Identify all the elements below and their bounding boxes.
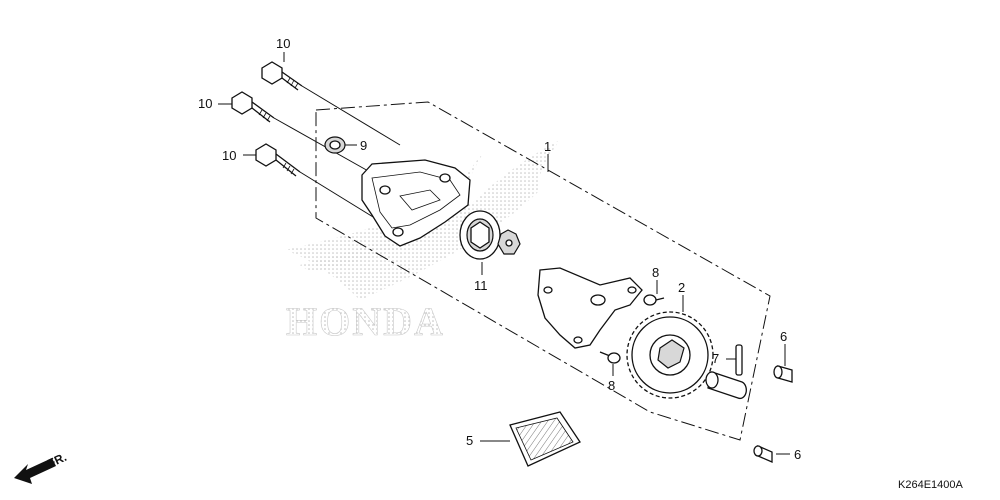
callout-6-lower: 6 xyxy=(794,447,801,462)
callout-5: 5 xyxy=(466,433,473,448)
honda-watermark-text: HONDA xyxy=(286,299,445,344)
assembly-outline xyxy=(315,101,771,441)
drive-gear-2 xyxy=(626,311,714,399)
bolt-10-middle xyxy=(231,91,275,123)
pump-rotor-11 xyxy=(459,210,501,260)
callout-7: 7 xyxy=(712,351,719,366)
pin-7 xyxy=(735,344,743,376)
screw-8-lower xyxy=(599,351,621,364)
callout-2: 2 xyxy=(678,280,685,295)
callout-9: 9 xyxy=(360,138,367,153)
callout-8-upper: 8 xyxy=(652,265,659,280)
pump-shaft xyxy=(705,371,747,400)
oil-pump-body xyxy=(361,159,471,247)
callout-6-upper: 6 xyxy=(780,329,787,344)
dowel-pin-6-upper xyxy=(773,365,793,383)
callout-10-top: 10 xyxy=(276,36,290,51)
nut-9 xyxy=(324,136,346,154)
front-arrow-icon xyxy=(14,458,56,484)
callout-11: 11 xyxy=(474,278,488,293)
callout-10-middle: 10 xyxy=(198,96,212,111)
callout-8-lower: 8 xyxy=(608,378,615,393)
bolt-10-top xyxy=(261,61,303,91)
front-label: FR. xyxy=(45,450,68,471)
reference-code: K264E1400A xyxy=(898,479,963,491)
bolt-10-bottom xyxy=(255,143,301,177)
callout-10-bottom: 10 xyxy=(222,148,236,163)
screw-8-upper xyxy=(643,294,665,306)
pump-cover-plate xyxy=(537,267,643,349)
inner-rotor xyxy=(497,229,521,255)
leader-lines xyxy=(218,52,790,455)
dowel-pin-6-lower xyxy=(753,445,773,463)
oil-strainer-5 xyxy=(509,411,581,467)
callout-1: 1 xyxy=(544,139,551,154)
